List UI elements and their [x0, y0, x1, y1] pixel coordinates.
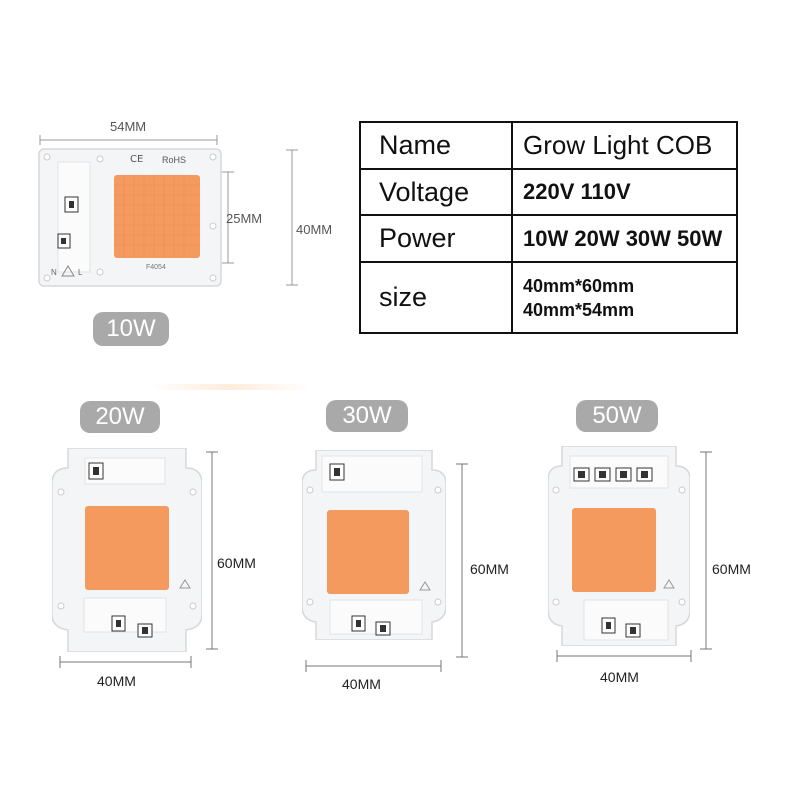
dim-20w-width-line [59, 656, 192, 668]
spec-key: size [359, 261, 513, 334]
badge-30w: 30W [326, 400, 408, 432]
spec-value: 40mm*60mm 40mm*54mm [511, 261, 738, 334]
chip-10w-ce-mark: CE [130, 154, 144, 165]
dim-50w-width-line [556, 650, 692, 662]
spec-value: 220V 110V [511, 167, 738, 217]
dim-10w-height-label: 40MM [296, 222, 333, 237]
chip-10w-model: F4054 [146, 264, 166, 271]
dim-30w-height-line [456, 463, 468, 658]
spec-row-size: size 40mm*60mm 40mm*54mm [359, 261, 738, 334]
badge-10w: 10W [93, 312, 169, 346]
chip-10w-n-mark: N [51, 268, 57, 277]
dim-30w-width-line [305, 660, 442, 672]
dim-50w-width-label: 40MM [600, 669, 639, 685]
dim-10w-width-line [39, 135, 218, 145]
badge-50w: 50W [576, 400, 658, 432]
chip-20w-board [52, 448, 202, 652]
dim-10w-width-label: 54MM [110, 119, 147, 134]
dim-20w-height-label: 60MM [217, 555, 256, 571]
dim-30w-width-label: 40MM [342, 676, 381, 692]
dim-30w-height-label: 60MM [470, 561, 509, 577]
spec-row-voltage: Voltage 220V 110V [359, 167, 738, 217]
spec-value: 10W 20W 30W 50W [511, 214, 738, 264]
spec-key: Voltage [359, 167, 513, 217]
badge-20w: 20W [80, 401, 160, 433]
spec-size-line-2: 40mm*54mm [523, 299, 635, 320]
dim-10w-height-line [286, 149, 298, 286]
spec-key: Name [359, 121, 513, 170]
dim-50w-height-line [700, 451, 712, 650]
dim-20w-width-label: 40MM [97, 673, 136, 689]
chip-10w-rohs-mark: RoHS [162, 155, 187, 165]
chip-50w-board [548, 446, 690, 646]
dim-20w-height-line [206, 451, 218, 650]
divider [150, 384, 310, 390]
spec-row-name: Name Grow Light COB [359, 121, 738, 170]
spec-key: Power [359, 214, 513, 264]
spec-table: Name Grow Light COB Voltage 220V 110V Po… [359, 121, 738, 334]
chip-30w-board [302, 450, 446, 640]
dim-10w-led-line [222, 171, 234, 264]
spec-value: Grow Light COB [511, 121, 738, 170]
spec-size-line-1: 40mm*60mm [523, 275, 635, 296]
dim-50w-height-label: 60MM [712, 561, 751, 577]
spec-row-power: Power 10W 20W 30W 50W [359, 214, 738, 264]
dim-10w-led-label: 25MM [226, 211, 263, 226]
chip-10w-board [38, 148, 222, 287]
chip-10w-l-mark: L [78, 268, 83, 277]
